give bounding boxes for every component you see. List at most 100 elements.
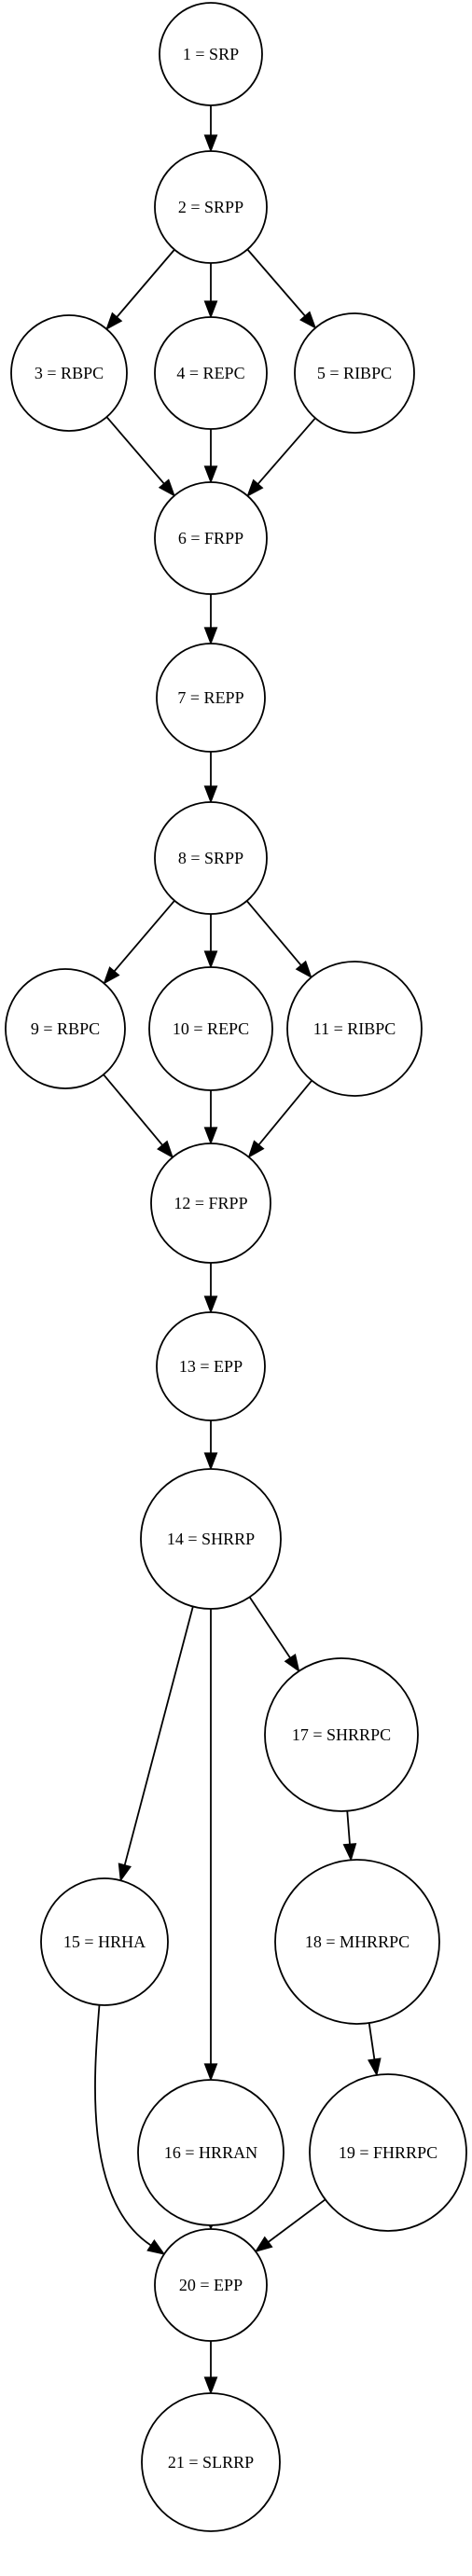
node-circle <box>156 1311 266 1421</box>
arrowhead <box>203 1452 218 1471</box>
node-circle <box>154 316 268 430</box>
node-3: 3 = RBPC <box>10 314 128 432</box>
edge-line <box>257 417 316 485</box>
node-13: 13 = EPP <box>156 1311 266 1421</box>
node-circle <box>40 1877 169 2006</box>
node-circle <box>294 312 415 434</box>
node-16: 16 = HRRAN <box>137 2079 285 2226</box>
node-label: 6 = FRPP <box>178 529 243 547</box>
arrowhead <box>146 2239 166 2255</box>
arrowhead <box>203 134 218 153</box>
node-circle <box>148 966 273 1091</box>
edge-14-to-17 <box>248 1596 300 1673</box>
edge-line <box>105 416 165 485</box>
edge-7-to-8 <box>203 752 218 804</box>
arrowhead <box>246 478 264 498</box>
edge-8-to-10 <box>203 914 218 969</box>
edge-8-to-11 <box>245 900 312 979</box>
arrowhead <box>203 1127 218 1145</box>
arrowhead <box>203 2376 218 2395</box>
node-14: 14 = SHRRP <box>140 1468 282 1610</box>
node-circle <box>5 968 126 1089</box>
edge-line <box>94 2004 152 2247</box>
node-10: 10 = REPC <box>148 966 273 1091</box>
node-21: 21 = SLRRP <box>141 2392 281 2532</box>
node-circle <box>137 2079 285 2226</box>
arrowhead <box>105 312 123 331</box>
arrowhead <box>368 2057 382 2077</box>
edge-5-to-6 <box>246 417 316 498</box>
edge-line <box>246 248 306 317</box>
node-label: 15 = HRHA <box>63 1932 146 1951</box>
node-label: 10 = REPC <box>173 1019 249 1038</box>
node-circle <box>141 2392 281 2532</box>
node-circle <box>154 481 268 595</box>
arrowhead <box>203 1295 218 1314</box>
edge-line <box>103 1073 163 1146</box>
node-circle <box>159 2 263 106</box>
node-11: 11 = RIBPC <box>286 961 423 1097</box>
arrowhead <box>203 2063 218 2082</box>
node-4: 4 = REPC <box>154 316 268 430</box>
edge-line <box>248 1596 291 1659</box>
node-label: 20 = EPP <box>179 2276 243 2294</box>
edge-line <box>368 2022 376 2060</box>
arrowhead <box>203 627 218 645</box>
node-label: 19 = FHRRPC <box>339 2143 437 2162</box>
node-17: 17 = SHRRPC <box>264 1657 419 1812</box>
node-2: 2 = SRPP <box>154 150 268 264</box>
node-6: 6 = FRPP <box>154 481 268 595</box>
arrowhead <box>158 478 176 497</box>
node-circle <box>154 801 268 915</box>
node-circle <box>154 2228 268 2342</box>
arrowhead <box>342 1843 357 1862</box>
node-label: 17 = SHRRPC <box>292 1725 391 1744</box>
edge-6-to-7 <box>203 594 218 645</box>
edge-10-to-12 <box>203 1090 218 1145</box>
arrowhead <box>284 1654 300 1673</box>
edge-line <box>245 900 302 966</box>
arrowhead <box>203 785 218 804</box>
edge-4-to-6 <box>203 429 218 484</box>
node-circle <box>140 1468 282 1610</box>
edge-9-to-12 <box>103 1073 174 1159</box>
node-circle <box>274 1859 440 2025</box>
edge-8-to-9 <box>103 900 175 985</box>
edges-layer <box>94 105 382 2395</box>
edge-14-to-15 <box>118 1606 194 1882</box>
arrowhead <box>299 311 317 329</box>
arrowhead <box>254 2236 273 2253</box>
node-label: 14 = SHRRP <box>167 1530 255 1548</box>
node-label: 18 = MHRRPC <box>305 1932 410 1951</box>
node-label: 8 = SRPP <box>178 849 243 867</box>
node-7: 7 = REPP <box>156 643 266 753</box>
edge-line <box>123 1606 194 1866</box>
node-19: 19 = FHRRPC <box>309 2073 467 2232</box>
edge-11-to-12 <box>247 1080 312 1158</box>
arrowhead <box>203 950 218 969</box>
edge-line <box>257 1080 312 1146</box>
node-circle <box>154 150 268 264</box>
node-label: 16 = HRRAN <box>164 2143 257 2162</box>
node-label: 13 = EPP <box>179 1357 243 1376</box>
node-12: 12 = FRPP <box>150 1143 271 1264</box>
node-label: 21 = SLRRP <box>168 2453 254 2472</box>
node-8: 8 = SRPP <box>154 801 268 915</box>
node-circle <box>150 1143 271 1264</box>
node-label: 5 = RIBPC <box>317 364 392 382</box>
node-9: 9 = RBPC <box>5 968 126 1089</box>
edge-3-to-6 <box>105 416 176 497</box>
edge-line <box>116 249 175 318</box>
node-15: 15 = HRHA <box>40 1877 169 2006</box>
arrowhead <box>247 1140 265 1158</box>
node-circle <box>264 1657 419 1812</box>
arrowhead <box>203 465 218 484</box>
edge-2-to-3 <box>105 249 175 331</box>
edge-2-to-4 <box>203 263 218 319</box>
node-1: 1 = SRP <box>159 2 263 106</box>
edge-17-to-18 <box>342 1810 357 1862</box>
node-label: 12 = FRPP <box>174 1194 247 1212</box>
edge-line <box>113 900 175 972</box>
